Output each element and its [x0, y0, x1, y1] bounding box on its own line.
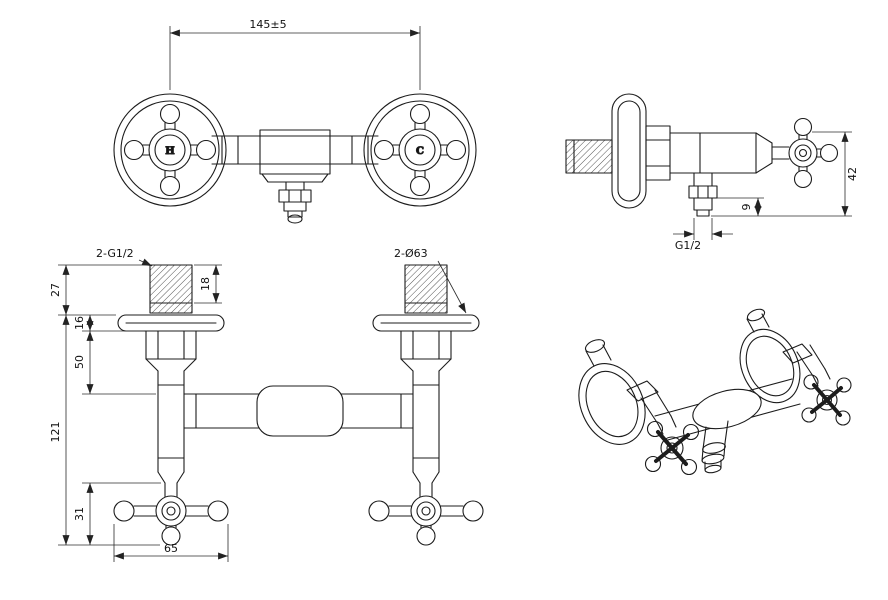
valve-body-side	[645, 125, 790, 181]
dim-50-label: 50	[73, 355, 86, 369]
outlet-thread-label: G1/2	[675, 239, 701, 252]
dim-145-label: 145±5	[249, 18, 286, 31]
callout-2-g12-label: 2-G1/2	[96, 247, 134, 260]
front-view: 145±5	[113, 18, 477, 224]
outlet-side	[688, 172, 718, 217]
iso-view	[578, 308, 852, 476]
iso-flange-left	[578, 363, 646, 445]
cold-letter: C	[416, 146, 424, 157]
escutcheon-right	[363, 93, 477, 207]
dim-18-label: 18	[199, 277, 212, 291]
dim-31-label: 31	[73, 507, 86, 521]
dim-27-label: 27	[49, 283, 62, 297]
handle-side	[788, 117, 839, 189]
callout-inlet-threads: 2-G1/2	[96, 247, 153, 267]
shower-outlet	[278, 181, 312, 224]
mixer-body	[211, 129, 379, 183]
crossbar	[183, 385, 414, 437]
iso-outlet	[701, 420, 729, 474]
iso-wall-stubs	[584, 308, 770, 367]
inlet-pipes	[149, 264, 448, 314]
side-view: 42 9 G1/2	[565, 93, 859, 252]
iso-flange-right	[739, 328, 801, 404]
handle-bottom-right	[368, 495, 484, 546]
wall-plate-side	[611, 93, 647, 209]
dimension-18: 18	[194, 264, 222, 304]
dim-65-label: 65	[164, 542, 178, 555]
handle-cold: C	[373, 103, 467, 197]
bottom-view: 2-G1/2 2-Ø63 27 16 50 121 31	[49, 247, 484, 562]
hot-letter: H	[165, 146, 174, 157]
dim-9-label: 9	[740, 204, 753, 211]
handle-hot: H	[123, 103, 217, 197]
dimension-chain-left: 27 16 50 121 31	[49, 264, 161, 546]
iso-handle-right	[801, 374, 852, 426]
dim-121-label: 121	[49, 422, 62, 443]
dim-16-label: 16	[73, 316, 86, 330]
handle-bottom-left	[113, 495, 229, 546]
dimension-outlet-thread: G1/2	[673, 218, 733, 252]
dimension-145: 145±5	[169, 18, 421, 90]
wall-inlet-thread	[565, 139, 613, 174]
callout-flange-dia: 2-Ø63	[394, 247, 467, 314]
flanges	[117, 314, 480, 332]
valve-right	[400, 330, 452, 499]
dim-42-label: 42	[846, 167, 859, 181]
escutcheon-left	[113, 93, 227, 207]
iso-body	[626, 343, 831, 442]
dimension-42: 42	[711, 131, 859, 217]
iso-handle-left	[644, 420, 700, 476]
callout-2-d63-label: 2-Ø63	[394, 247, 428, 260]
valve-left	[145, 330, 197, 499]
dimension-65: 65	[113, 524, 229, 562]
dimension-9: 9	[717, 197, 764, 216]
